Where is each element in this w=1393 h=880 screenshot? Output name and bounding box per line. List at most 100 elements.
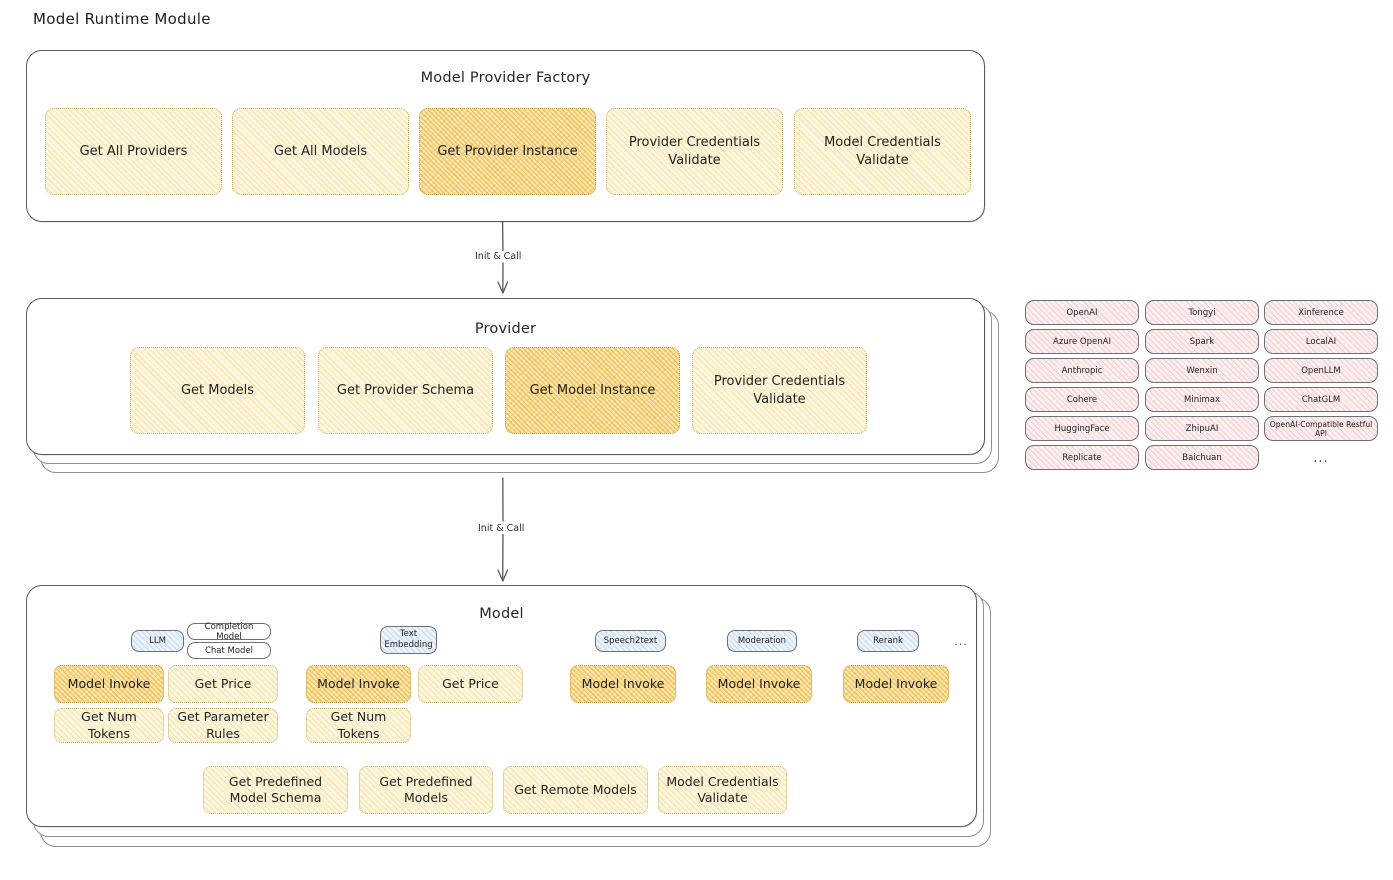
- llm-op-model-invoke-overlay[interactable]: Model Invoke: [54, 665, 164, 703]
- arrow-label-init-call-1: Init & Call: [472, 251, 525, 262]
- common-op-get-remote-models[interactable]: Get Remote Models: [503, 766, 648, 814]
- provider-item-label: Get Model Instance: [529, 382, 656, 398]
- provider-pill-baichuan[interactable]: Baichuan: [1145, 445, 1259, 470]
- provider-pill-label: Azure OpenAI: [1053, 336, 1111, 347]
- provider-pill-spark[interactable]: Spark: [1145, 329, 1259, 354]
- provider-pill-anthropic[interactable]: Anthropic: [1025, 358, 1139, 383]
- op-label: Model Credentials Validate: [666, 773, 779, 806]
- provider-pill-replicate[interactable]: Replicate: [1025, 445, 1139, 470]
- model-types-more-dots: ...: [954, 634, 968, 648]
- provider-pill-label: LocalAI: [1305, 336, 1337, 347]
- model-type-pill-speech2text[interactable]: Speech2text: [595, 630, 666, 652]
- provider-pill-chatglm[interactable]: ChatGLM: [1264, 387, 1378, 412]
- provider-pill-azure-openai[interactable]: Azure OpenAI: [1025, 329, 1139, 354]
- provider-pill-label: Spark: [1189, 336, 1215, 347]
- provider-pill-xinference[interactable]: Xinference: [1264, 300, 1378, 325]
- op-label: Model Invoke: [854, 675, 938, 691]
- model-type-pill-text-embedding[interactable]: Text Embedding: [380, 626, 437, 654]
- op-label: Get Num Tokens: [330, 709, 387, 741]
- provider-pill-label: OpenLLM: [1301, 365, 1341, 376]
- provider-pill-label: Minimax: [1184, 394, 1220, 405]
- op-label: Get Predefined Models: [379, 773, 473, 806]
- provider-item-get-model-instance[interactable]: Get Model Instance: [505, 347, 680, 434]
- embedding-op-get-num-tokens[interactable]: Get Num Tokens: [306, 708, 411, 743]
- model-type-label: Speech2text: [603, 635, 658, 646]
- arrow-factory-to-provider: [497, 221, 509, 294]
- model-type-pill-moderation[interactable]: Moderation: [727, 630, 797, 652]
- arrow-provider-to-model: [497, 477, 509, 582]
- common-op-get-predefined-models[interactable]: Get Predefined Models: [359, 766, 493, 814]
- embedding-op-get-price[interactable]: Get Price: [418, 665, 523, 703]
- arrow-label-init-call-2: Init & Call: [475, 523, 528, 534]
- op-label: Model Invoke: [717, 675, 801, 691]
- model-type-pill-completion-model[interactable]: Completion Model: [187, 621, 271, 642]
- op-label: Get Price: [194, 675, 252, 691]
- provider-pill-label: OpenAI: [1066, 307, 1098, 318]
- provider-item-get-models[interactable]: Get Models: [130, 347, 305, 434]
- provider-pill-cohere[interactable]: Cohere: [1025, 387, 1139, 412]
- op-label: Get Predefined Model Schema: [228, 773, 323, 806]
- op-label: Model Invoke: [317, 675, 400, 691]
- rerank-op-model-invoke[interactable]: Model Invoke: [843, 665, 949, 703]
- provider-pill-label: ZhipuAI: [1185, 423, 1219, 434]
- speech2text-op-model-invoke[interactable]: Model Invoke: [570, 665, 676, 703]
- moderation-op-model-invoke[interactable]: Model Invoke: [706, 665, 812, 703]
- provider-pill-minimax[interactable]: Minimax: [1145, 387, 1259, 412]
- provider-pill-wenxin[interactable]: Wenxin: [1145, 358, 1259, 383]
- op-label: Model Invoke: [581, 675, 665, 691]
- llm-op-get-parameter-rules[interactable]: Get Parameter Rules: [168, 708, 278, 743]
- embedding-op-model-invoke[interactable]: Model Invoke: [306, 665, 411, 703]
- op-label: Model Invoke: [67, 675, 151, 691]
- provider-pill-label: Wenxin: [1186, 365, 1218, 376]
- provider-pill-openllm[interactable]: OpenLLM: [1264, 358, 1378, 383]
- factory-item-get-provider-instance[interactable]: Get Provider Instance: [419, 108, 596, 195]
- op-label: Get Num Tokens: [81, 709, 137, 741]
- page-title: Model Runtime Module: [33, 10, 211, 28]
- factory-item-label: Model Credentials Validate: [824, 135, 941, 168]
- model-type-pill-rerank[interactable]: Rerank: [857, 630, 919, 652]
- provider-item-get-provider-schema[interactable]: Get Provider Schema: [318, 347, 493, 434]
- provider-pill-huggingface[interactable]: HuggingFace: [1025, 416, 1139, 441]
- model-type-label: Rerank: [873, 635, 903, 646]
- provider-pill-zhipuai[interactable]: ZhipuAI: [1145, 416, 1259, 441]
- provider-pill-label: OpenAI-Compatible Restful API: [1269, 419, 1373, 438]
- model-panel: Model LLM Completion Model Chat Model Te…: [26, 585, 977, 827]
- provider-pill-label: Cohere: [1066, 394, 1098, 405]
- model-type-label: Chat Model: [204, 645, 254, 656]
- provider-item-label: Get Models: [180, 382, 255, 398]
- provider-panel: Provider Get Models Get Provider Schema …: [26, 298, 985, 455]
- provider-list-more-dots: ...: [1313, 450, 1329, 466]
- provider-pill-localai[interactable]: LocalAI: [1264, 329, 1378, 354]
- llm-op-get-price[interactable]: Get Price: [168, 665, 278, 703]
- factory-item-label: Get Provider Instance: [437, 143, 578, 159]
- factory-item-model-credentials-validate[interactable]: Model Credentials Validate: [794, 108, 971, 195]
- common-op-model-credentials-validate[interactable]: Model Credentials Validate: [658, 766, 787, 814]
- common-op-get-predefined-model-schema[interactable]: Get Predefined Model Schema: [203, 766, 348, 814]
- op-label: Get Parameter Rules: [177, 709, 269, 741]
- provider-pill-tongyi[interactable]: Tongyi: [1145, 300, 1259, 325]
- model-type-label: Text Embedding: [384, 629, 433, 650]
- op-label: Get Remote Models: [514, 781, 637, 797]
- provider-pill-openai-compatible-restful-api[interactable]: OpenAI-Compatible Restful API: [1264, 416, 1378, 441]
- provider-pill-label: Replicate: [1062, 452, 1102, 463]
- provider-pill-label: ChatGLM: [1301, 394, 1341, 405]
- factory-item-get-all-models[interactable]: Get All Models: [232, 108, 409, 195]
- provider-item-label: Get Provider Schema: [336, 382, 475, 398]
- provider-pill-label: Anthropic: [1061, 365, 1103, 376]
- model-type-pill-llm[interactable]: LLM: [131, 630, 184, 652]
- factory-item-label: Provider Credentials Validate: [628, 135, 761, 168]
- factory-item-provider-credentials-validate[interactable]: Provider Credentials Validate: [606, 108, 783, 195]
- provider-pill-label: HuggingFace: [1054, 423, 1110, 434]
- model-provider-factory-title: Model Provider Factory: [420, 70, 591, 86]
- model-type-label: Completion Model: [204, 621, 254, 642]
- model-provider-factory-panel: Model Provider Factory Get All Providers…: [26, 50, 985, 222]
- model-title: Model: [479, 606, 524, 622]
- llm-op-get-num-tokens[interactable]: Get Num Tokens: [54, 708, 164, 743]
- provider-pill-openai[interactable]: OpenAI: [1025, 300, 1139, 325]
- provider-pill-label: Tongyi: [1188, 307, 1216, 318]
- model-type-label: LLM: [149, 635, 166, 646]
- model-type-pill-chat-model[interactable]: Chat Model: [187, 642, 271, 659]
- provider-title: Provider: [474, 321, 537, 337]
- provider-item-provider-credentials-validate[interactable]: Provider Credentials Validate: [692, 347, 867, 434]
- factory-item-get-all-providers[interactable]: Get All Providers: [45, 108, 222, 195]
